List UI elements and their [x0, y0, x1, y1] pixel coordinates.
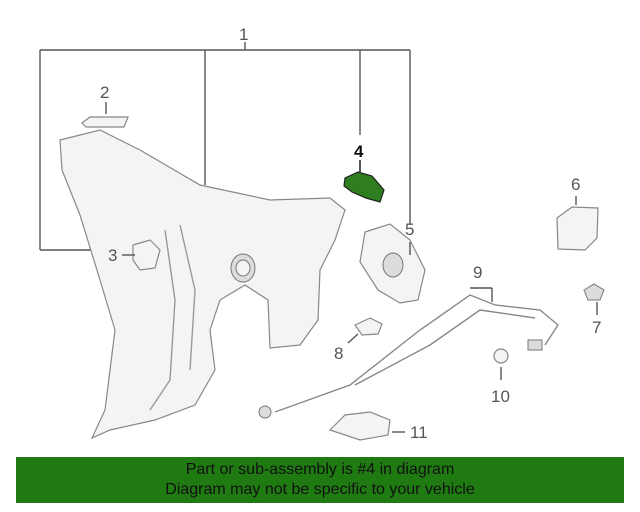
callout-9: 9: [473, 263, 482, 282]
part-11-lever: [328, 411, 405, 441]
part-9-cable: [258, 287, 559, 419]
callout-5: 5: [405, 220, 414, 239]
callout-10: 10: [491, 387, 510, 406]
footer-banner: Part or sub-assembly is #4 in diagram Di…: [16, 457, 624, 503]
part-5-housing: [359, 223, 426, 304]
part-8-clip: [347, 317, 383, 344]
callout-1-bracket: [39, 42, 411, 251]
part-6-door: [556, 196, 599, 251]
callout-6: 6: [571, 175, 580, 194]
footer-line-1: Part or sub-assembly is #4 in diagram: [185, 461, 455, 478]
callout-1: 1: [239, 25, 248, 44]
footer-line-2: Diagram may not be specific to your vehi…: [165, 481, 475, 498]
parts-diagram: 1 2 3 4 5 6 7 8 9 10 11: [39, 25, 605, 442]
quarter-panel: [59, 129, 346, 440]
callout-4: 4: [354, 142, 364, 161]
callout-2: 2: [100, 83, 109, 102]
part-3-bracket: [122, 239, 161, 271]
callout-8: 8: [334, 344, 343, 363]
callout-7: 7: [592, 318, 601, 337]
part-10-grommet: [493, 348, 509, 380]
callout-3: 3: [108, 246, 117, 265]
part-2-trim: [81, 102, 129, 128]
callout-11: 11: [410, 423, 428, 442]
part-4-highlighted: [343, 160, 385, 203]
part-7-clip: [583, 283, 605, 315]
